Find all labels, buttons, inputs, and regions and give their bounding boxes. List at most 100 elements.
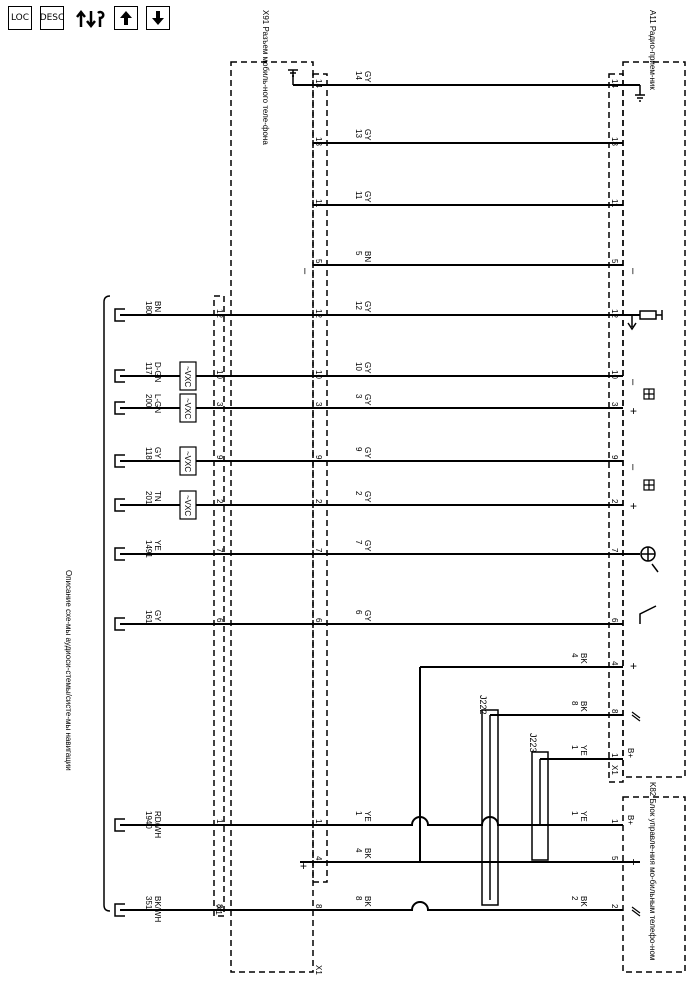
color-left-w9: GY [153,447,162,459]
vxc-boxes: ~VXC ~VXC ~VXC ~VXC [179,361,197,520]
pin-k8-right: 2 [610,904,619,909]
pinnum-k8-right: 2 [570,896,579,901]
pin-w2-x91: 2 [215,499,224,504]
pin-w14-right: 14 [610,79,619,88]
color-a8: BK [579,701,588,712]
plus-w2: + [630,499,637,513]
circuit-w12: 180 [144,301,153,315]
color-left-k1: RD/WH [153,811,162,838]
loc-button[interactable]: LOC [8,6,32,30]
color-right-k8: BK [579,896,588,907]
pinnum-w13-mid: 13 [354,129,363,138]
k82-title-text: K82 Блок управле-ния мо-бильным телефо-н… [648,782,657,960]
pin-w13-mid: 13 [314,137,323,146]
pin-w2-right: 2 [610,499,619,504]
pinnum-w10-mid: 10 [354,362,363,371]
color-mid-w9: GY [363,447,372,459]
pinnum-k1-mid: 1 [354,811,363,816]
switch-icon [639,605,657,624]
vxc-label-9: ~VXC [183,451,192,472]
color-right-k1: YE [579,811,588,822]
color-mid-k4: BK [363,848,372,859]
pin-w10-mid: 10 [314,370,323,379]
pin-w9-x91: 9 [215,455,224,460]
pin-w12-mid: 12 [314,309,323,318]
x91-title: X91 Разъем мобиль-ного теле-фона [261,10,270,145]
pin-w10-x91: 10 [215,370,224,379]
color-left-w10: D-GN [153,362,162,383]
pinnum-a1: 1 [570,745,579,750]
pin-w2-mid: 2 [314,499,323,504]
left-terminals [114,308,125,917]
pin-a4-right: 4 [610,661,619,666]
circuit-w2: 201 [144,491,153,505]
pinnum-w3-mid: 3 [354,394,363,399]
color-mid-w2: GY [363,491,372,503]
x1-label-right: X1 [610,765,619,775]
plus-w3: + [630,404,637,418]
color-mid-k8: BK [363,896,372,907]
pin-w3-right: 3 [610,402,619,407]
pin-w3-mid: 3 [314,402,323,407]
color-mid-w11: GY [363,191,372,203]
pin-k8-mid: 8 [314,904,323,909]
desc-button[interactable]: DESC [40,6,64,30]
pin-a1-right: 1 [610,753,619,758]
minus-w9: – [627,464,639,471]
antenna-connector-icon [627,310,663,331]
circuit-w9: 118 [144,447,153,460]
plus-a4: + [630,659,637,673]
previous-page-button[interactable] [114,6,138,30]
splice-j223-label: J223 [528,733,538,753]
repair-tool-button[interactable] [72,6,106,32]
pin-w10-right: 10 [610,370,619,379]
pin-w3-x91: 3 [215,402,224,407]
pinnum-w7-mid: 7 [354,540,363,545]
pinnum-k8-mid: 8 [354,896,363,901]
color-mid-w5: BN [363,251,372,262]
color-mid-w6: GY [363,610,372,622]
color-left-w6: GY [153,610,162,622]
ground-icon [288,69,645,102]
desc-label: DESC [39,13,65,23]
wire-k1 [120,816,623,826]
splice-j222 [481,709,499,906]
system-reference-text: Описание схе-мы аудиоси-стемы/систе-мы н… [64,570,73,771]
pin-w11-mid: 11 [314,199,323,208]
pin-w9-mid: 9 [314,455,323,460]
vxc-label-2: ~VXC [183,495,192,516]
pinnum-w5-mid: 5 [354,251,363,256]
pin-k8-x91: 8 [215,904,224,909]
minus-w5: – [299,268,311,275]
next-page-button[interactable] [146,6,170,30]
minus-w5r: – [627,268,639,275]
b-plus-label-a11: B+ [626,748,635,758]
pin-w7-right: 7 [610,548,619,553]
a11-title-text: A11 Радио-прием-ник [648,10,657,90]
left-bracket [103,295,111,912]
loc-label: LOC [10,13,30,23]
x1-label-left: X1 [214,905,223,915]
color-mid-w13: GY [363,129,372,141]
splice-j222-label: J222 [478,695,488,715]
vxc-label-10: ~VXC [183,366,192,387]
pinnum-k4-mid: 4 [354,848,363,853]
color-left-w12: BN [153,301,162,312]
pin-w14-mid: 14 [314,79,323,88]
vxc-label-3: ~VXC [183,398,192,419]
color-left-w2: TN [153,491,162,502]
color-mid-w14: GY [363,71,372,83]
pin-k1-x91: 1 [215,819,224,824]
pin-k4-mid: 4 [314,856,323,861]
pin-w7-x91: 7 [215,548,224,553]
pinnum-w14-mid: 14 [354,71,363,80]
pin-a8-right: 8 [610,709,619,714]
arrow-down-icon [152,11,164,25]
color-mid-w3: GY [363,394,372,406]
pin-w6-mid: 6 [314,618,323,623]
minus-w10: – [627,379,639,386]
plus-left: + [300,859,307,873]
pinnum-w2-mid: 2 [354,491,363,496]
color-mid-w12: GY [363,301,372,313]
